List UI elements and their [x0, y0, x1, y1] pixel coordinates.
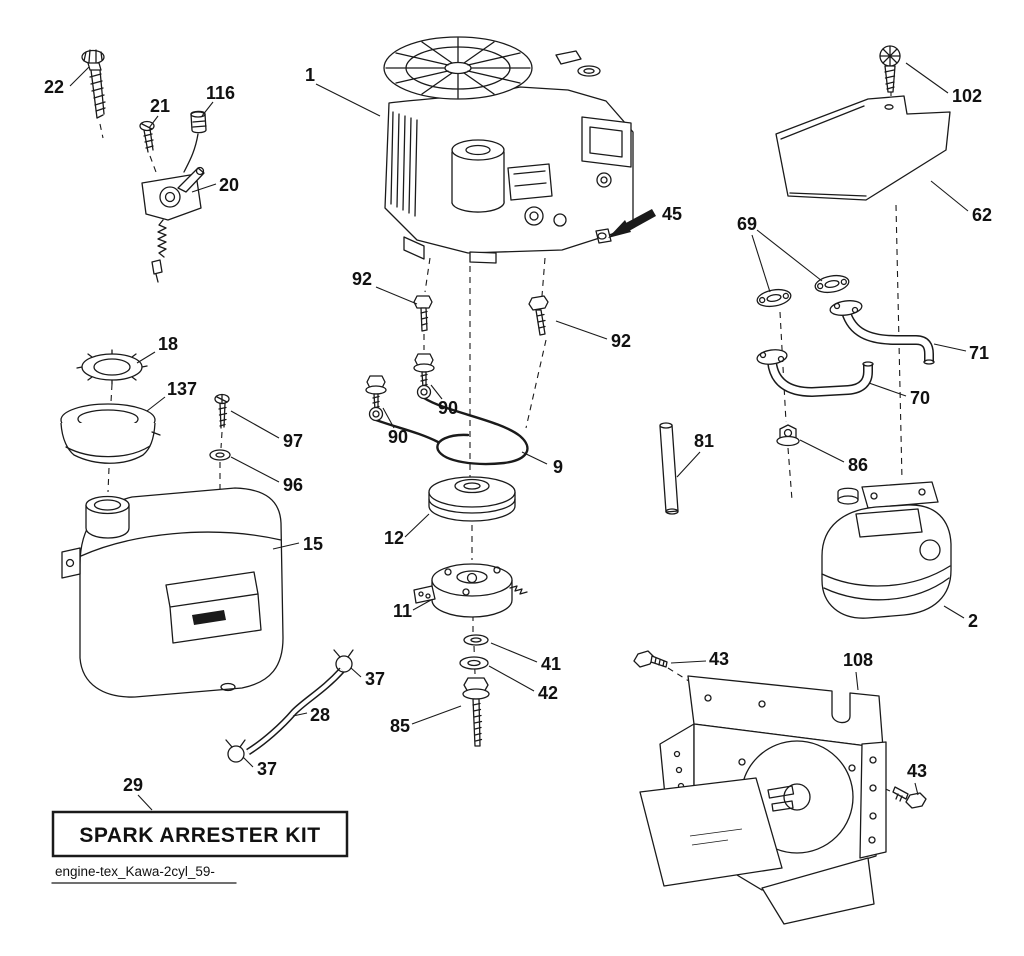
part-label-116: 116 — [206, 83, 235, 103]
part-label-86: 86 — [848, 455, 868, 475]
part-22-screw-drawing — [81, 49, 106, 119]
part-label-1: 1 — [305, 65, 315, 85]
part-18-fuel-cap-drawing — [76, 349, 148, 385]
part-42-washer-drawing — [459, 656, 489, 670]
part-11-clutch-drawing — [413, 563, 528, 618]
part-label-70: 70 — [910, 388, 930, 408]
part-label-97: 97 — [283, 431, 303, 451]
part-102-screw-drawing — [879, 45, 901, 93]
part-label-81: 81 — [694, 431, 714, 451]
part-label-42: 42 — [538, 683, 558, 703]
part-20-bracket-drawing — [141, 166, 205, 283]
part-label-62: 62 — [972, 205, 992, 225]
part-86-nut-drawing — [776, 424, 800, 447]
part-label-29: 29 — [123, 775, 143, 795]
part-label-22: 22 — [44, 77, 64, 97]
part-label-90-lower: 90 — [388, 427, 408, 447]
part-label-21: 21 — [150, 96, 170, 116]
part-label-41: 41 — [541, 654, 561, 674]
part-85-bolt-drawing — [462, 677, 490, 747]
part-label-15: 15 — [303, 534, 323, 554]
part-21-screw-drawing — [139, 120, 155, 153]
part-37-clamp-lower-drawing — [225, 739, 246, 763]
part-9-bracket-drawing — [368, 384, 529, 466]
part-label-69: 69 — [737, 214, 757, 234]
part-37-clamp-upper-drawing — [333, 649, 354, 673]
part-label-85: 85 — [390, 716, 410, 736]
part-label-102: 102 — [952, 86, 982, 106]
part-label-37-lower: 37 — [257, 759, 277, 779]
part-92-bolt-left-drawing — [413, 295, 433, 332]
part-70-exhaust-pipe-drawing — [756, 349, 874, 398]
part-97-screw-drawing — [214, 393, 230, 429]
part-2-muffler-drawing — [821, 481, 952, 619]
part-label-28: 28 — [310, 705, 330, 725]
part-label-11: 11 — [393, 601, 412, 621]
part-label-90-upper: 90 — [438, 398, 458, 418]
part-81-tube-drawing — [659, 422, 679, 515]
part-label-92-left: 92 — [352, 269, 372, 289]
part-96-washer-drawing — [209, 449, 231, 461]
part-15-fuel-tank-drawing — [61, 487, 284, 698]
part-1-engine-drawing — [383, 36, 634, 264]
part-116-cap-drawing — [183, 110, 207, 173]
part-45-sensor-drawing — [595, 209, 656, 244]
part-90-bolt-upper-drawing — [413, 353, 435, 389]
part-108-engine-plate-drawing — [639, 675, 887, 925]
part-43-screw-right-drawing — [892, 786, 927, 809]
diagram-footer: engine-tex_Kawa-2cyl_59- — [51, 864, 237, 884]
part-label-45: 45 — [662, 204, 682, 224]
part-71-exhaust-pipe-drawing — [829, 300, 935, 365]
spark-arrester-kit-label: SPARK ARRESTER KIT — [79, 824, 320, 847]
part-label-108: 108 — [843, 650, 873, 670]
part-69-gaskets-drawing — [756, 274, 850, 308]
part-137-retainer-drawing — [60, 403, 161, 464]
part-label-137: 137 — [167, 379, 197, 399]
part-62-heat-shield-drawing — [775, 95, 951, 201]
part-43-screw-left-drawing — [633, 650, 668, 668]
part-label-12: 12 — [384, 528, 404, 548]
leader-lines — [69, 62, 969, 811]
part-92-bolt-right-drawing — [528, 295, 549, 336]
part-90-bolt-lower-drawing — [365, 375, 387, 411]
part-28-fuel-line-drawing — [246, 667, 345, 755]
part-label-37-upper: 37 — [365, 669, 385, 689]
part-label-92-right: 92 — [611, 331, 631, 351]
part-41-washer-drawing — [463, 634, 489, 646]
spark-arrester-kit-box: SPARK ARRESTER KIT — [51, 810, 349, 858]
part-12-pulley-drawing — [428, 476, 516, 522]
part-label-43-left: 43 — [709, 649, 729, 669]
part-label-20: 20 — [219, 175, 239, 195]
part-label-9: 9 — [553, 457, 563, 477]
part-label-2: 2 — [968, 611, 978, 631]
callout-labels: 22 21 116 20 1 92 45 92 90 90 9 18 137 9… — [44, 65, 992, 795]
part-label-96: 96 — [283, 475, 303, 495]
part-label-43-right: 43 — [907, 761, 927, 781]
footer-code: engine-tex_Kawa-2cyl_59- — [55, 864, 215, 879]
part-label-71: 71 — [969, 343, 989, 363]
part-label-18: 18 — [158, 334, 178, 354]
